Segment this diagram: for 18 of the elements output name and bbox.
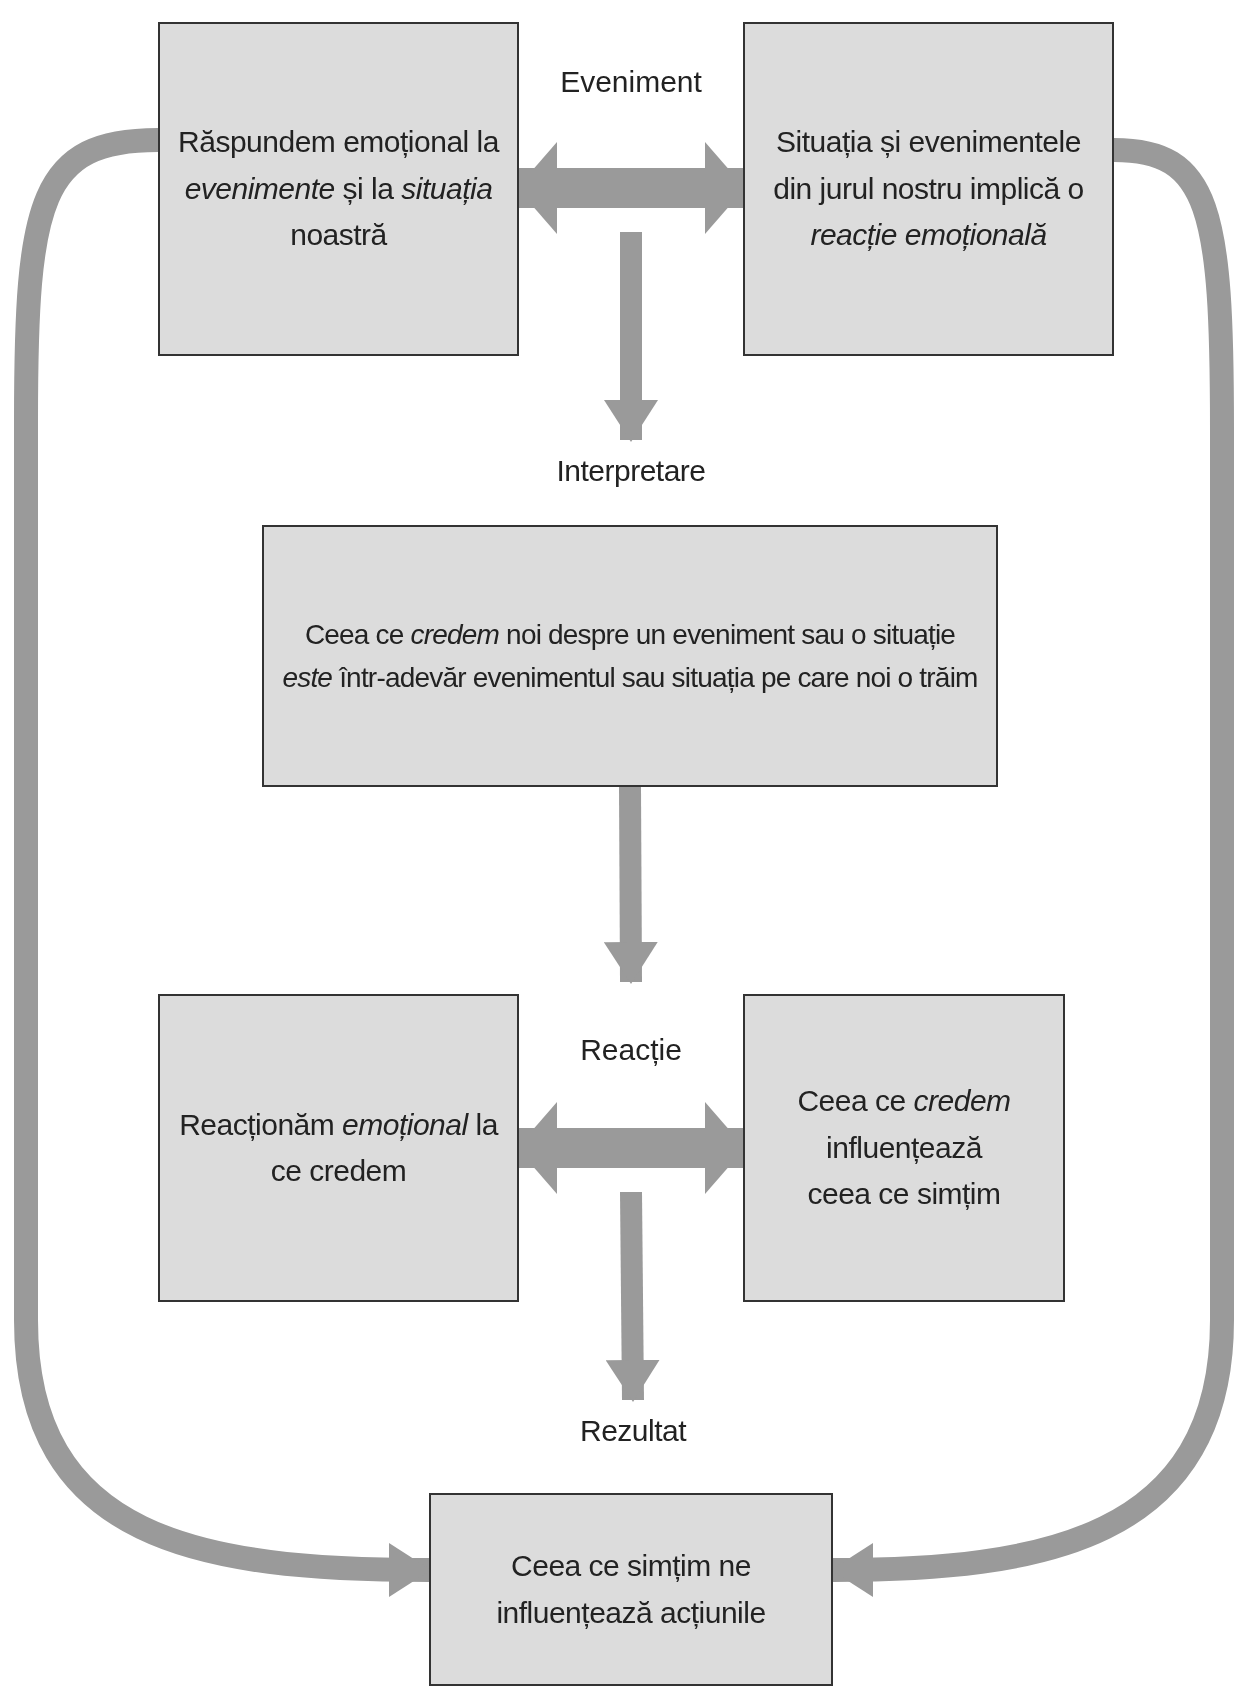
statement-box [158,22,519,356]
arrow [14,128,431,1597]
statement-box [262,525,998,787]
box-text: Ceea ce credem noi despre un eveniment sau o situație este într-adevăr evenimentul sau situația pe care noi o trăim [281,617,979,695]
box-text: Reacționăm emoțional la ce credem [178,1106,500,1189]
box-text: Situația și evenimentele din jurul nostru implică o reacție emoțională [772,124,1085,254]
box-text: Ceea ce simțim ne influențează acțiunile [495,1548,767,1631]
stage-label: Rezultat [579,1412,687,1449]
stage-label: Interpretare [556,452,706,489]
statement-box [429,1493,833,1686]
statement-box [743,994,1065,1302]
arrow [603,786,658,984]
statement-box [743,22,1114,356]
statement-box [158,994,519,1302]
box-text: Ceea ce credem influențează ceea ce simțim [796,1083,1012,1213]
arrow [605,1191,660,1402]
arrow [604,232,658,442]
box-text: Răspundem emoțional la evenimente și la situația noastră [177,124,501,254]
